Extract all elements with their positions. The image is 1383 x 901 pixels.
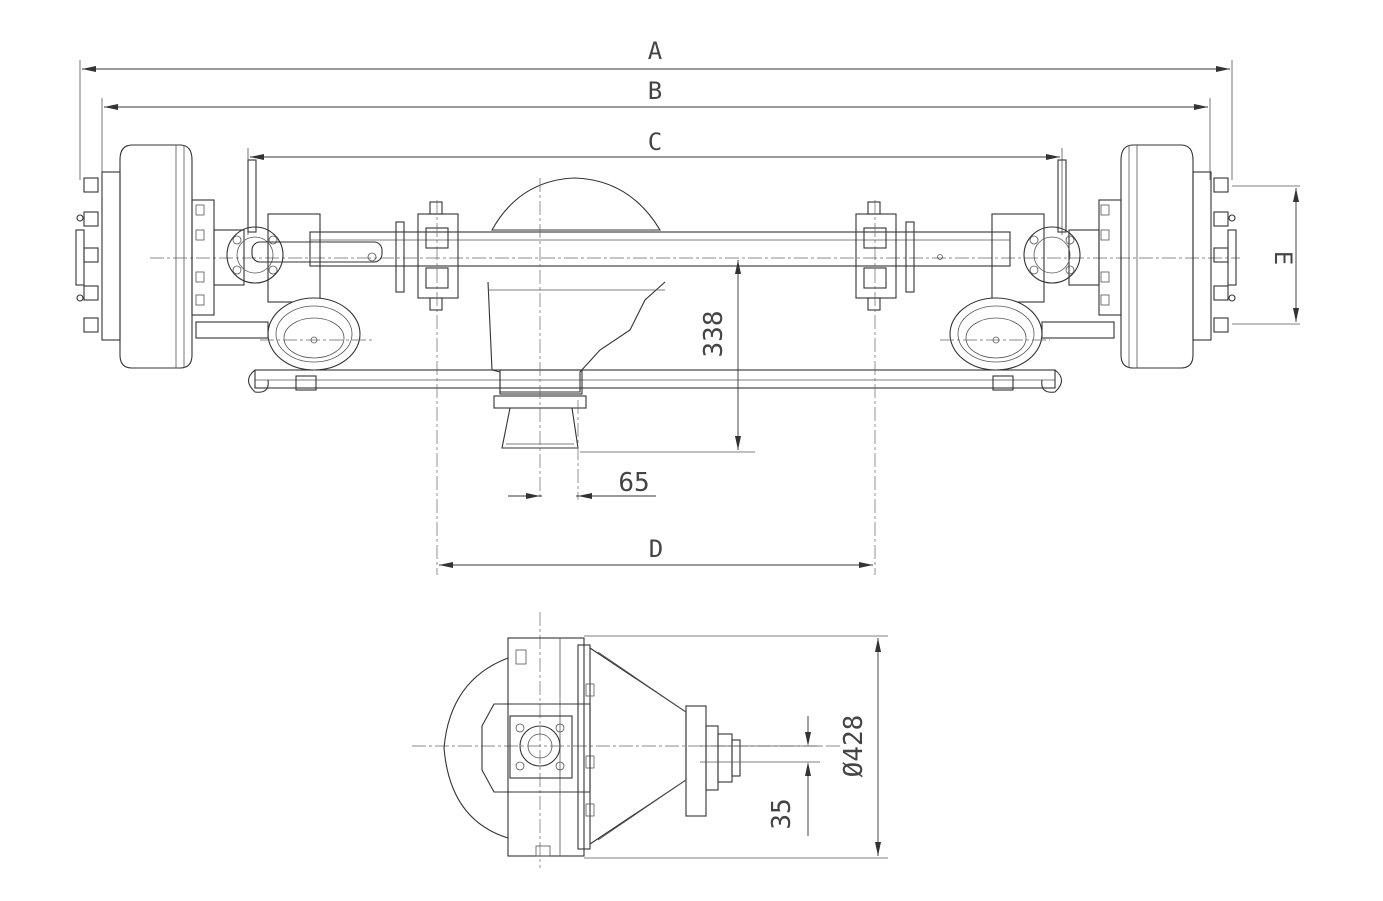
dim-35-label: 35 [767, 798, 797, 829]
axle-top-view: A B C [75, 37, 1300, 575]
right-steering-knuckle [937, 159, 1081, 303]
differential-side-view: Ø428 35 [412, 612, 888, 868]
dimension-65: 65 [508, 468, 656, 499]
right-brake-chamber [940, 297, 1115, 371]
left-hub-bolts [75, 177, 205, 333]
differential-housing [487, 177, 666, 449]
dimension-35: 35 [700, 716, 820, 836]
dim-dia428-label: Ø428 [839, 715, 869, 778]
dim-b-label: B [648, 77, 662, 105]
dimension-diameter-428: Ø428 [584, 635, 888, 859]
dimension-338: 338 [580, 260, 755, 453]
dim-a-label: A [648, 37, 663, 65]
dimension-c: C [247, 128, 1063, 235]
dim-338-label: 338 [699, 311, 729, 358]
left-brake-chamber [195, 297, 372, 371]
left-spring-seat [395, 201, 459, 311]
dim-c-label: C [648, 128, 662, 156]
left-brake-drum [101, 144, 245, 369]
dim-e-label: E [1269, 251, 1297, 265]
dim-65-label: 65 [618, 468, 649, 498]
dimension-a: A [79, 37, 1233, 180]
dimension-b: B [101, 77, 1211, 180]
dimension-e: E [1232, 185, 1300, 325]
right-spring-seat [855, 201, 915, 311]
right-hub-bolts [1100, 177, 1237, 333]
left-steering-knuckle [226, 159, 383, 303]
dimension-d: D [439, 535, 873, 568]
dim-d-label: D [649, 535, 663, 563]
right-brake-drum [1068, 144, 1212, 369]
